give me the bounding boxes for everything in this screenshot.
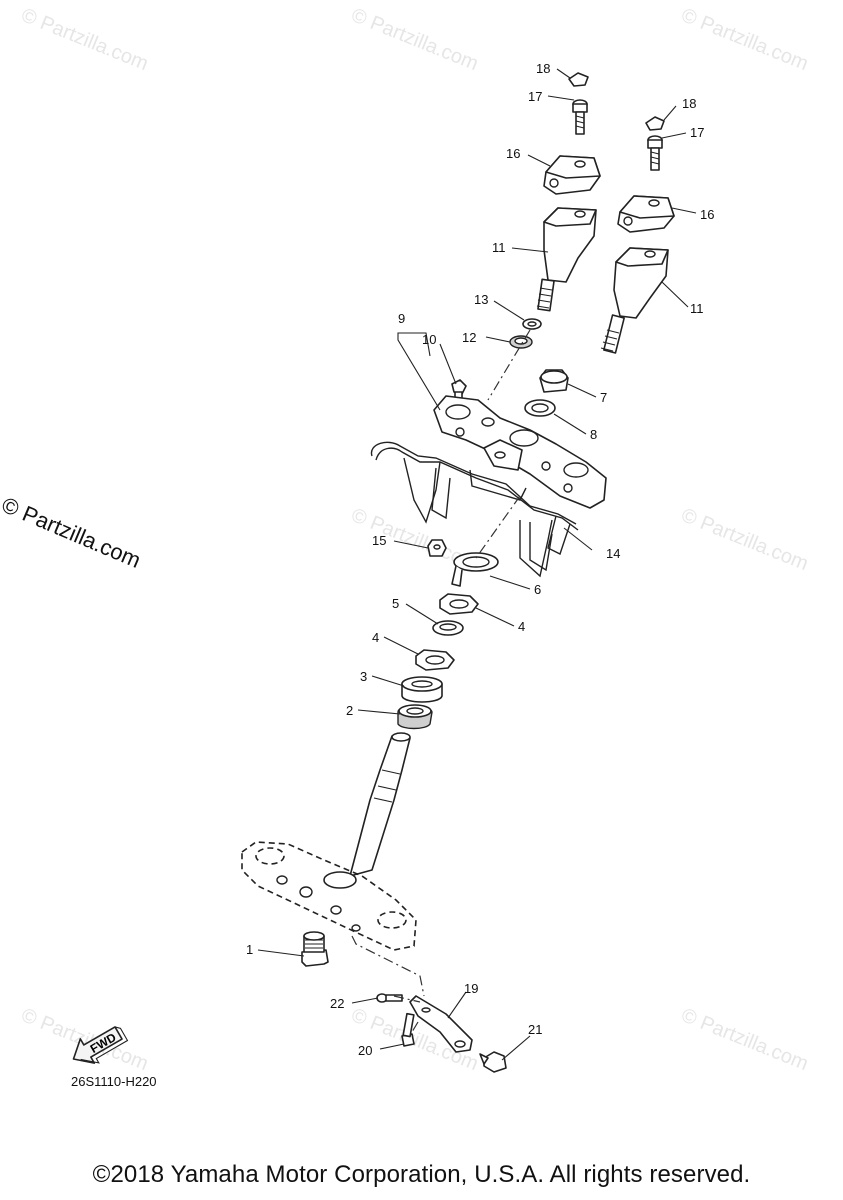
part-22-bolt [376, 993, 403, 1003]
callout-labels: 18 17 18 17 16 16 11 11 13 12 9 10 7 8 1… [246, 61, 714, 1058]
callout-7: 7 [600, 390, 607, 405]
part-1-stem-nut [301, 931, 329, 967]
watermark-6: © Partzilla.com [18, 1004, 151, 1075]
copyright-notice: ©2018 Yamaha Motor Corporation, U.S.A. A… [92, 1161, 751, 1188]
steering-stem [323, 732, 411, 889]
callout-20: 20 [358, 1043, 372, 1058]
lower-bracket-outline [241, 841, 417, 951]
part-13-washer [522, 318, 542, 330]
callout-10: 10 [422, 332, 436, 347]
assembly-lines [351, 329, 531, 1033]
part-21-cap [479, 1051, 507, 1073]
callout-17-left: 17 [528, 89, 542, 104]
part-11-riser-left [536, 207, 597, 312]
callout-12: 12 [462, 330, 476, 345]
watermarks: © Partzilla.com © Partzilla.com © Partzi… [18, 4, 811, 1075]
leader-lines [257, 68, 697, 1061]
diagram-code: 26S1110-H220 [71, 1074, 157, 1089]
callout-16-left: 16 [506, 146, 520, 161]
callout-2: 2 [346, 703, 353, 718]
watermark-1: © Partzilla.com [18, 4, 151, 75]
part-20-bolt [401, 1012, 415, 1047]
part-16-clamp-right [617, 195, 675, 233]
callout-4-upper: 4 [518, 619, 525, 634]
watermark-2: © Partzilla.com [348, 4, 481, 75]
part-8-washer [524, 399, 556, 417]
watermark-3: © Partzilla.com [678, 4, 811, 75]
part-2-bearing [397, 704, 433, 730]
part-18-cap-right [645, 116, 665, 131]
part-14-wire-bracket [370, 441, 579, 578]
callout-14: 14 [606, 546, 620, 561]
watermark-8: © Partzilla.com [678, 1004, 811, 1075]
callout-19: 19 [464, 981, 478, 996]
part-17-bolt-right [647, 135, 663, 171]
callout-5: 5 [392, 596, 399, 611]
callout-1: 1 [246, 942, 253, 957]
callout-22: 22 [330, 996, 344, 1011]
callout-4-lower: 4 [372, 630, 379, 645]
part-17-bolt-left [572, 99, 588, 135]
part-18-cap-left [568, 72, 589, 87]
part-16-clamp-left [543, 155, 601, 195]
callout-17-right: 17 [690, 125, 704, 140]
callout-15: 15 [372, 533, 386, 548]
callout-18-right: 18 [682, 96, 696, 111]
callout-11-right: 11 [690, 301, 704, 316]
callout-21: 21 [528, 1022, 542, 1037]
callout-9: 9 [398, 311, 405, 326]
callout-11-left: 11 [492, 240, 506, 255]
part-4-ring-nut-lower [415, 649, 455, 671]
part-9-upper-bracket [433, 395, 607, 509]
callout-3: 3 [360, 669, 367, 684]
part-6-lock-washer [451, 552, 499, 587]
part-11-riser-right [600, 247, 669, 354]
callout-18-left: 18 [536, 61, 550, 76]
part-5-washer [432, 620, 464, 636]
callout-13: 13 [474, 292, 488, 307]
part-15-nut [427, 539, 447, 557]
part-12-bushing [509, 335, 533, 349]
watermark-5: © Partzilla.com [678, 504, 811, 575]
part-7-nut [539, 369, 569, 393]
part-4-ring-nut-upper [439, 593, 479, 615]
part-19-bracket [409, 995, 473, 1053]
part-3-bearing-cover [401, 676, 443, 703]
callout-6: 6 [534, 582, 541, 597]
callout-8: 8 [590, 427, 597, 442]
callout-16-right: 16 [700, 207, 714, 222]
